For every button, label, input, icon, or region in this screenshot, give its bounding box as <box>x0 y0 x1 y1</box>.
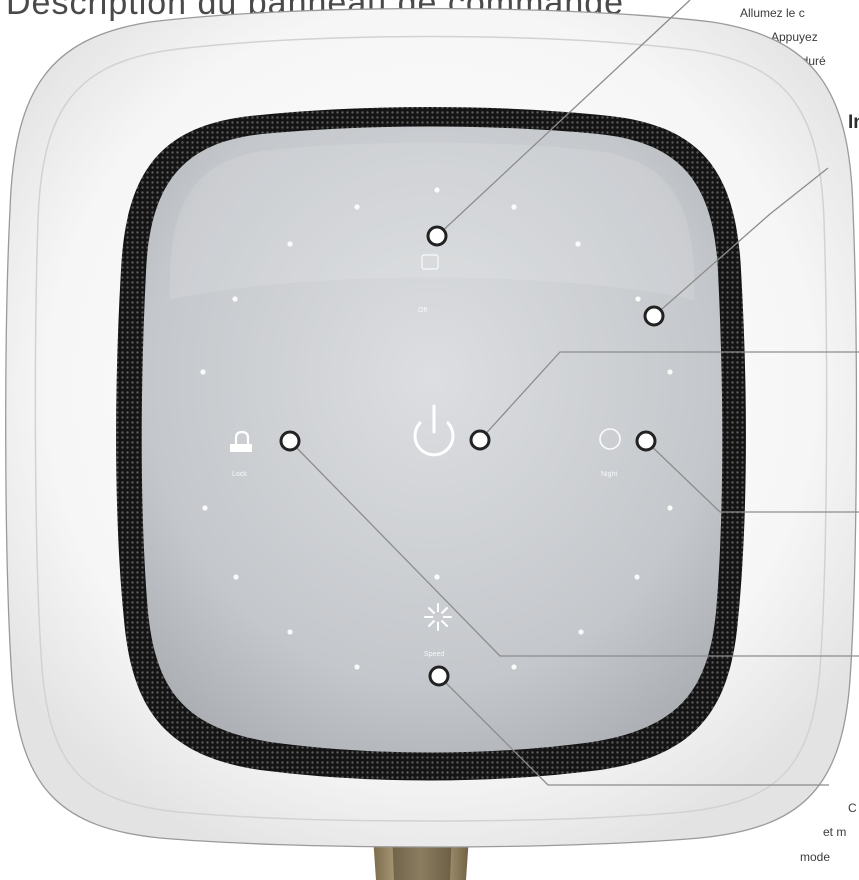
fan-speed-button-label: Speed <box>424 651 444 658</box>
marker-lock <box>281 432 299 450</box>
timer-button-label: Off <box>418 307 427 314</box>
marker-indicator <box>645 307 663 325</box>
marker-power <box>471 431 489 449</box>
lock-button-label: Lock <box>232 471 247 478</box>
marker-top <box>428 227 446 245</box>
lock-icon-body <box>230 444 252 452</box>
control-panel-highlight <box>170 143 694 301</box>
marker-speed <box>430 667 448 685</box>
night-mode-button-label: Night <box>601 471 617 478</box>
marker-night <box>637 432 655 450</box>
